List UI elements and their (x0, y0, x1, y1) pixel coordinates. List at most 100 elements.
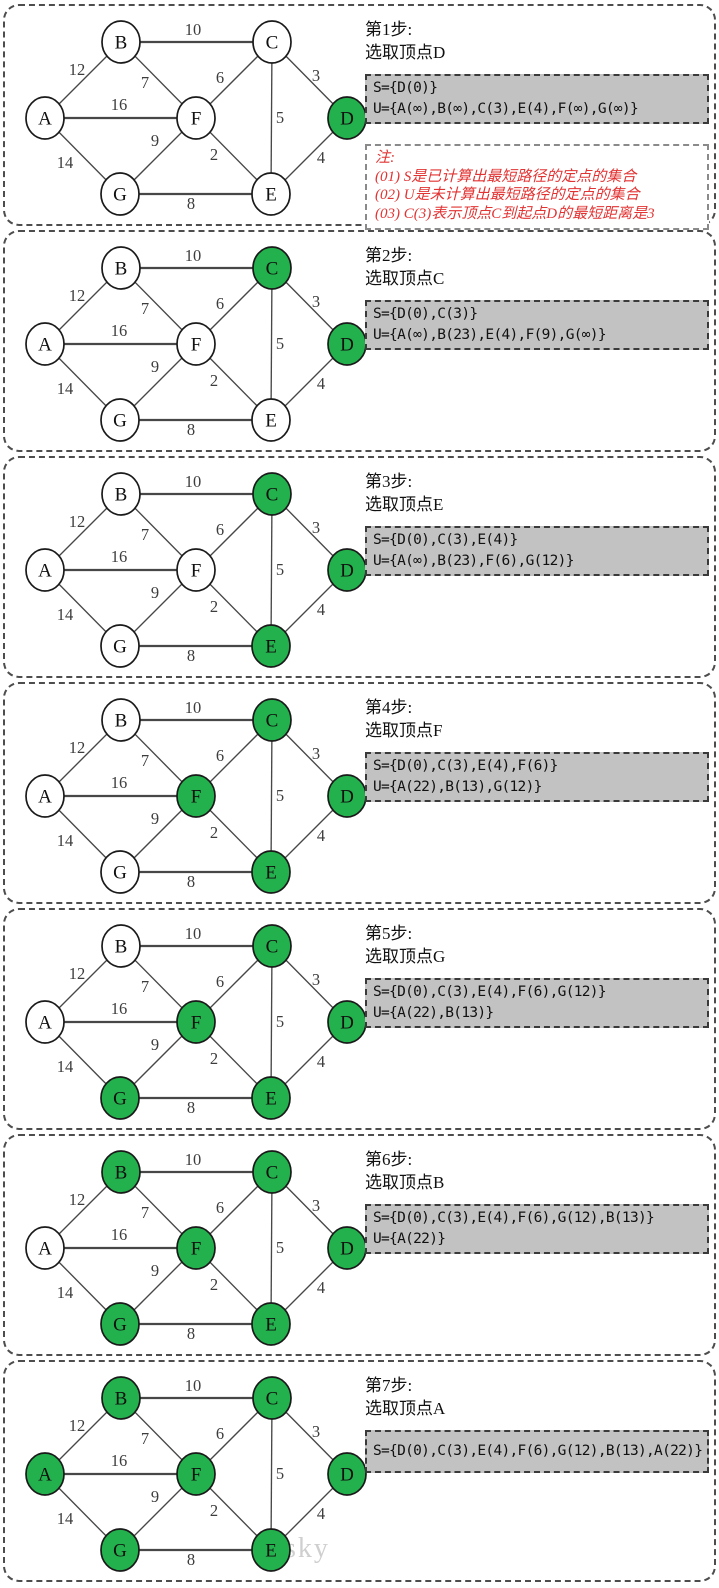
node-C (252, 20, 292, 64)
edge-weight-B-C: 10 (185, 1150, 202, 1169)
node-A (25, 1226, 65, 1270)
node-E (251, 398, 291, 442)
step-text-column: 第3步: 选取顶点E S={D(0),C(3),E(4)} U={A(∞),B(… (365, 470, 715, 576)
edge-weight-B-F: 7 (141, 525, 149, 544)
node-label-D: D (340, 109, 354, 130)
node-G (100, 850, 140, 894)
node-A (25, 96, 65, 140)
u-set-line: U={A(∞),B(23),F(6),G(12)} (373, 553, 574, 569)
edge-weight-F-E: 2 (210, 371, 218, 390)
node-C (252, 472, 292, 516)
step-subtitle: 选取顶点D (365, 43, 446, 62)
node-F (176, 548, 216, 592)
node-label-A: A (38, 787, 52, 808)
note-box: 注:(01) S是已计算出最短路径的定点的集合(02) U是未计算出最短路径的定… (365, 144, 709, 230)
edge-weight-C-D: 3 (312, 744, 320, 763)
step-subtitle: 选取顶点G (365, 947, 446, 966)
note-line-2: (02) U是未计算出最短路径的定点的集合 (375, 187, 640, 203)
edge-weight-F-G: 9 (151, 1261, 159, 1280)
edge-weight-F-G: 9 (151, 1035, 159, 1054)
edge-weight-F-G: 9 (151, 583, 159, 602)
u-set-line: U={A(∞),B(23),E(4),F(9),G(∞)} (373, 327, 607, 343)
edge-weight-A-F: 16 (111, 321, 128, 340)
edge-weight-B-F: 7 (141, 977, 149, 996)
node-B (101, 20, 141, 64)
edge-weight-F-E: 2 (210, 1275, 218, 1294)
u-set-line: U={A(22),B(13)} (373, 1005, 494, 1021)
edge-weight-D-E: 4 (317, 1504, 325, 1523)
edge-weight-B-F: 7 (141, 751, 149, 770)
edge-weight-G-E: 8 (187, 872, 195, 891)
node-label-C: C (266, 1389, 279, 1410)
node-B (101, 1376, 141, 1420)
edge-weight-A-G: 14 (57, 1283, 74, 1302)
node-label-D: D (340, 561, 354, 582)
node-G (100, 1076, 140, 1120)
edge-weight-A-F: 16 (111, 547, 128, 566)
step-text-column: 第6步: 选取顶点B S={D(0),C(3),E(4),F(6),G(12),… (365, 1148, 715, 1254)
set-box: S={D(0),C(3),E(4),F(6)} U={A(22),B(13),G… (365, 752, 709, 802)
edge-weight-C-D: 3 (312, 1196, 320, 1215)
step-text-column: 第7步: 选取顶点A S={D(0),C(3),E(4),F(6),G(12),… (365, 1374, 715, 1473)
node-label-D: D (340, 787, 354, 808)
edge-weight-G-E: 8 (187, 420, 195, 439)
node-label-F: F (191, 787, 202, 808)
node-label-E: E (265, 1089, 277, 1110)
edge-weight-D-E: 4 (317, 600, 325, 619)
step-subtitle: 选取顶点F (365, 721, 443, 740)
edge-weight-C-D: 3 (312, 970, 320, 989)
edge-weight-F-G: 9 (151, 131, 159, 150)
s-set-line: S={D(0)} (373, 80, 438, 96)
edge-weight-G-E: 8 (187, 194, 195, 213)
edge-weight-F-E: 2 (210, 597, 218, 616)
step-text-column: 第4步: 选取顶点F S={D(0),C(3),E(4),F(6)} U={A(… (365, 696, 715, 802)
node-F (176, 1000, 216, 1044)
edge-weight-C-E: 5 (276, 108, 284, 127)
edge-C-E (270, 41, 273, 195)
node-label-G: G (113, 863, 127, 884)
node-label-F: F (191, 561, 202, 582)
edge-weight-A-B: 12 (69, 512, 86, 531)
edge-weight-B-C: 10 (185, 472, 202, 491)
node-label-B: B (115, 937, 128, 958)
edge-weight-A-B: 12 (69, 286, 86, 305)
node-label-C: C (266, 711, 279, 732)
node-label-E: E (265, 1541, 277, 1562)
edge-weight-B-F: 7 (141, 1429, 149, 1448)
u-set-line: U={A(∞),B(∞),C(3),E(4),F(∞),G(∞)} (373, 101, 639, 117)
edge-weight-A-G: 14 (57, 153, 74, 172)
edge-weight-C-F: 6 (216, 972, 224, 991)
edge-weight-C-E: 5 (276, 334, 284, 353)
node-B (101, 698, 141, 742)
node-label-G: G (113, 411, 127, 432)
node-E (251, 1302, 291, 1346)
edge-weight-B-C: 10 (185, 698, 202, 717)
step-title: 第3步: (365, 472, 413, 491)
node-F (176, 322, 216, 366)
node-F (176, 1226, 216, 1270)
step-title: 第5步: (365, 924, 413, 943)
node-label-G: G (113, 185, 127, 206)
node-label-F: F (191, 1465, 202, 1486)
watermark: sky (285, 1533, 330, 1564)
node-label-B: B (115, 1389, 128, 1410)
edge-weight-D-E: 4 (317, 1278, 325, 1297)
edge-weight-A-B: 12 (69, 60, 86, 79)
node-label-C: C (266, 485, 279, 506)
node-F (176, 96, 216, 140)
edge-weight-D-E: 4 (317, 374, 325, 393)
node-label-G: G (113, 1089, 127, 1110)
edge-weight-C-E: 5 (276, 560, 284, 579)
node-label-C: C (266, 1163, 279, 1184)
edge-weight-C-F: 6 (216, 520, 224, 539)
edge-weight-B-F: 7 (141, 1203, 149, 1222)
step-subtitle: 选取顶点A (365, 1399, 446, 1418)
step-title: 第7步: (365, 1376, 413, 1395)
node-C (252, 246, 292, 290)
